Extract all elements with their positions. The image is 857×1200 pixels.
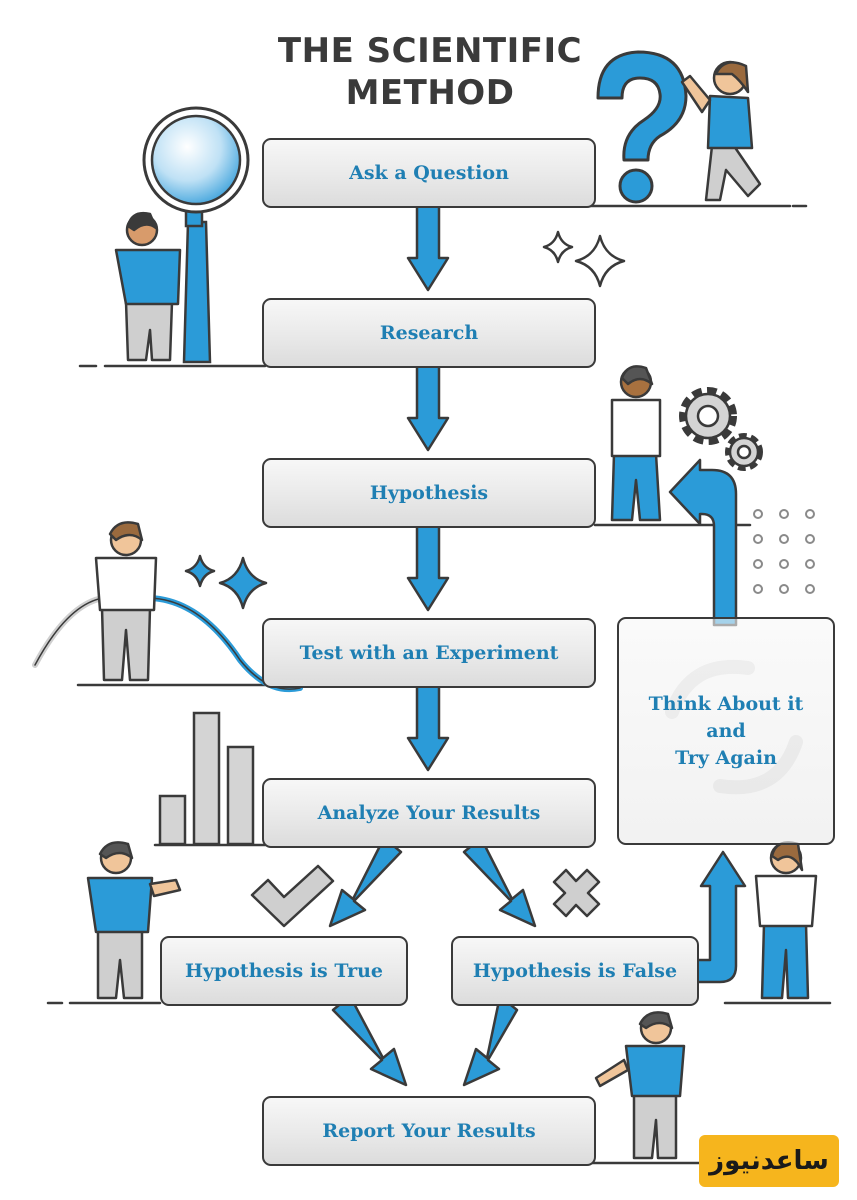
sparkle-icon — [542, 230, 626, 288]
cross-icon — [552, 868, 601, 918]
step-research: Research — [262, 298, 596, 368]
person-reporting — [594, 1011, 686, 1160]
magnifier-icon — [142, 106, 250, 364]
watermark-badge: ساعدنیوز — [699, 1135, 839, 1187]
arrow-analyze-true — [328, 836, 403, 928]
arrow-analyze-false — [462, 836, 537, 928]
step-label: Test with an Experiment — [299, 642, 559, 664]
title-line-1: THE SCIENTIFIC — [277, 31, 583, 71]
wave-curve — [32, 594, 303, 693]
step-hypothesis: Hypothesis — [262, 458, 596, 528]
person-thinking — [610, 365, 662, 522]
bar-chart-icon — [158, 711, 255, 846]
step-hypothesis-false: Hypothesis is False — [451, 936, 699, 1006]
arrow-false-report — [462, 994, 519, 1087]
step-label: Hypothesis is True — [184, 960, 384, 982]
arrow-true-report — [331, 994, 408, 1087]
arrow-test-analyze — [406, 676, 450, 772]
retry-line-1: Think About it — [648, 692, 804, 715]
person-pointing-top — [680, 60, 762, 202]
person-thumbs-up — [86, 841, 182, 1000]
step-analyze-results: Analyze Your Results — [262, 778, 596, 848]
sparkle-icon — [184, 554, 268, 610]
title-line-2: METHOD — [345, 73, 515, 113]
step-label: Research — [379, 322, 479, 344]
person-experimenting — [94, 521, 158, 682]
step-label: Report Your Results — [322, 1120, 536, 1142]
step-hypothesis-true: Hypothesis is True — [160, 936, 408, 1006]
step-think-try-again: Think About it and Try Again — [617, 617, 835, 845]
step-label: Analyze Your Results — [317, 802, 541, 824]
step-test-experiment: Test with an Experiment — [262, 618, 596, 688]
person-with-magnifier — [114, 212, 182, 362]
flow-arrows — [328, 196, 747, 1087]
retry-line-3: Try Again — [675, 746, 777, 769]
arrow-retry-hypothesis — [668, 458, 738, 627]
step-label: Hypothesis — [369, 482, 489, 504]
step-label: Hypothesis is False — [472, 960, 678, 982]
arrow-hypothesis-test — [406, 516, 450, 612]
step-report-results: Report Your Results — [262, 1096, 596, 1166]
arrow-false-retry — [694, 850, 747, 984]
gear-icon — [679, 387, 763, 471]
page-title: THE SCIENTIFIC METHOD — [200, 30, 660, 114]
person-standing-right — [754, 841, 818, 1000]
question-mark-icon — [596, 50, 688, 204]
check-icon — [250, 864, 335, 928]
arrow-ask-research — [406, 196, 450, 292]
step-label: Ask a Question — [349, 162, 509, 184]
step-ask-question: Ask a Question — [262, 138, 596, 208]
dot-grid-icon — [753, 509, 815, 594]
arrow-research-hypothesis — [406, 356, 450, 452]
watermark-text: ساعدنیوز — [709, 1146, 829, 1176]
retry-line-2: and — [706, 719, 746, 742]
